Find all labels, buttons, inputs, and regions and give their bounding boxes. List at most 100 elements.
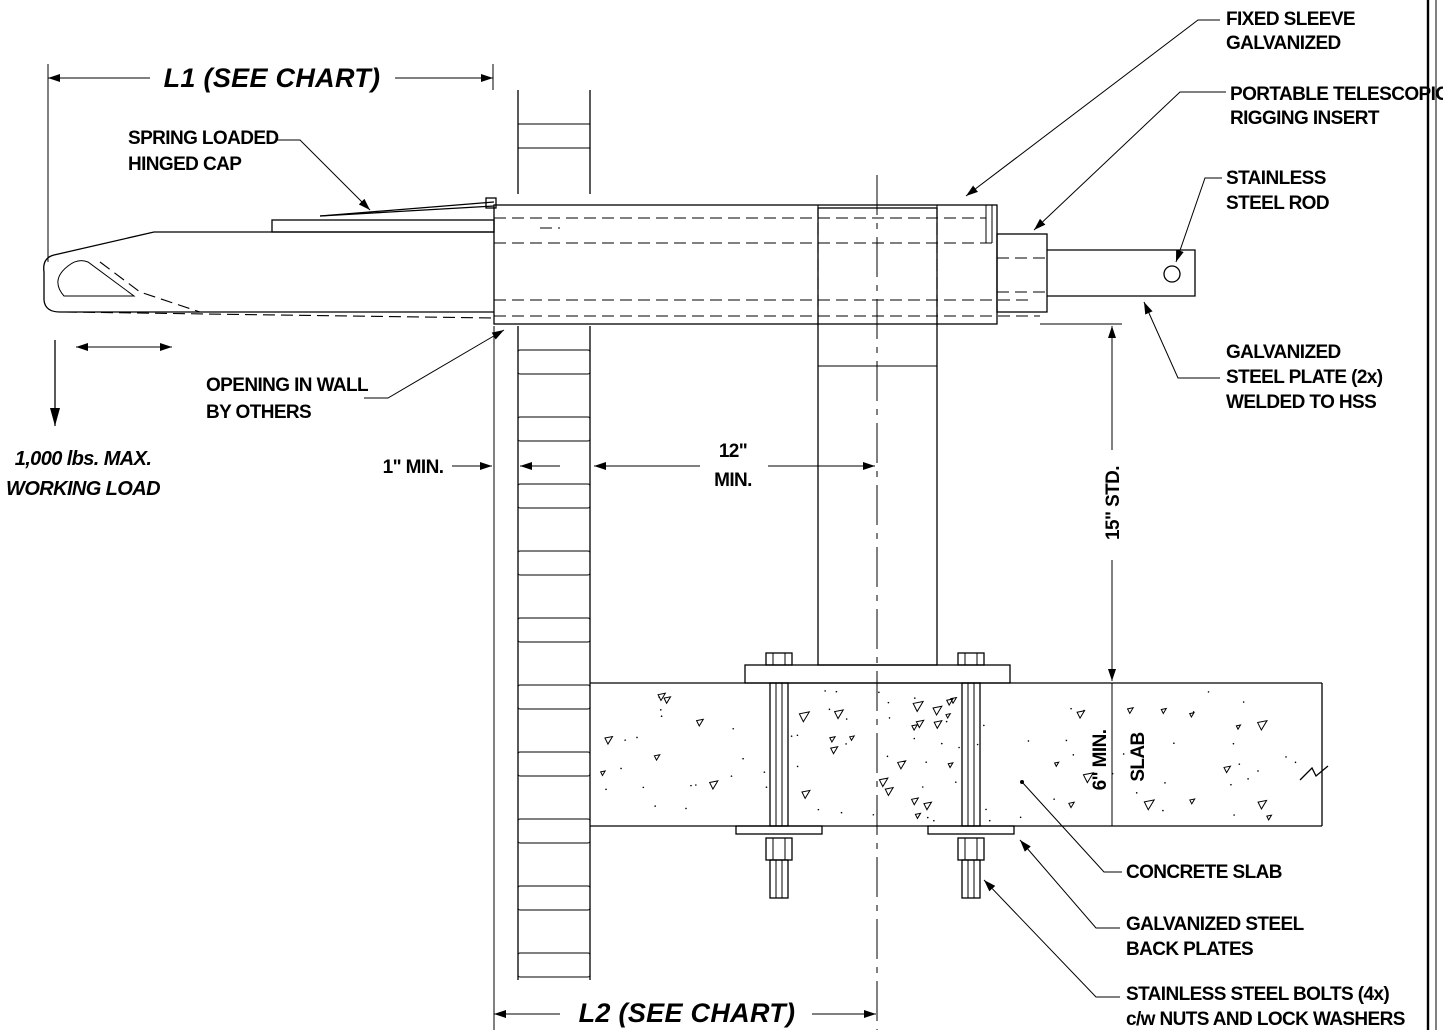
aggregate-dot xyxy=(1207,691,1210,693)
aggregate-dot xyxy=(763,771,766,773)
callout-steel-plate-line3: WELDED TO HSS xyxy=(1226,392,1376,413)
aggregate-dot xyxy=(835,690,838,693)
aggregate-dot xyxy=(926,816,929,819)
aggregate-dot xyxy=(983,724,985,727)
aggregate-mark xyxy=(1223,765,1232,774)
aggregate-mark xyxy=(914,812,922,820)
aggregate-dot xyxy=(988,819,991,822)
leader-telescopic-insert xyxy=(1033,91,1226,231)
callout-steel-plate-line2: STEEL PLATE (2x) xyxy=(1226,367,1383,388)
wall-block xyxy=(517,751,591,777)
aggregate-mark xyxy=(695,718,705,728)
aggregate-dot xyxy=(1238,763,1241,765)
leader-fixed-sleeve xyxy=(965,19,1220,197)
load-note-line1: 1,000 lbs. MAX. xyxy=(15,448,152,470)
aggregate-dot xyxy=(732,727,735,730)
aggregate-dot xyxy=(1173,742,1175,745)
aggregate-dot xyxy=(1257,770,1259,772)
aggregate-mark xyxy=(1076,710,1086,720)
aggregate-dot xyxy=(1242,701,1245,703)
aggregate-dot xyxy=(1019,816,1022,819)
callout-hinged-cap-line1: SPRING LOADED xyxy=(128,128,279,149)
aggregate-dot xyxy=(1294,761,1297,764)
aggregate-mark xyxy=(945,712,952,720)
aggregate-dot xyxy=(1135,792,1138,794)
aggregate-mark xyxy=(1068,801,1076,809)
dim-l2 xyxy=(493,326,876,1030)
wall-block xyxy=(517,617,591,643)
aggregate-mark xyxy=(933,719,943,730)
aggregate-mark xyxy=(801,789,811,800)
aggregate-mark xyxy=(848,735,856,742)
dim-min-distance-unit: MIN. xyxy=(714,470,752,491)
callout-steel-plate-line1: GALVANIZED xyxy=(1226,342,1341,363)
aggregate-mark xyxy=(798,711,811,723)
aggregate-dot xyxy=(985,808,987,811)
callout-telescopic-insert-line1: PORTABLE TELESCOPIC xyxy=(1230,84,1443,105)
aggregate-dot xyxy=(976,743,979,746)
aggregate-dot xyxy=(925,761,928,763)
aggregate-dot xyxy=(1162,809,1164,812)
telescopic-arm xyxy=(43,231,495,319)
dim-min-distance-value: 12" xyxy=(719,441,747,462)
leader-back-plates xyxy=(1019,839,1120,929)
callout-concrete-slab: CONCRETE SLAB xyxy=(1126,862,1282,883)
dim-slab-label: 6" MIN. xyxy=(1090,730,1111,791)
wall-block xyxy=(517,349,591,375)
dim-l1-label: L1 (SEE CHART) xyxy=(164,63,381,93)
aggregate-mark xyxy=(1189,798,1196,805)
callout-bolts-line2: c/w NUTS AND LOCK WASHERS xyxy=(1126,1009,1405,1030)
aggregate-mark xyxy=(599,770,607,777)
aggregate-dot xyxy=(730,775,733,777)
leader-bolts xyxy=(983,879,1120,998)
aggregate-dot xyxy=(796,734,799,737)
concrete-slab xyxy=(590,682,1329,827)
aggregate-dot xyxy=(888,717,891,719)
leader-concrete-slab xyxy=(1020,780,1122,873)
aggregate-dot xyxy=(1230,783,1232,786)
aggregate-dot xyxy=(845,718,848,720)
aggregate-dot xyxy=(872,813,875,816)
aggregate-dot xyxy=(886,755,889,758)
dim-height xyxy=(1040,323,1122,826)
aggregate-dot xyxy=(790,735,793,737)
aggregate-mark xyxy=(1126,707,1135,715)
callout-telescopic-insert-line2: RIGGING INSERT xyxy=(1230,108,1380,129)
aggregate-mark xyxy=(708,780,719,791)
leader-steel-plate xyxy=(1143,301,1220,379)
aggregate-dot xyxy=(1192,711,1195,713)
aggregate-mark xyxy=(833,709,845,720)
aggregate-mark xyxy=(604,735,614,746)
callout-wall-opening-line1: OPENING IN WALL xyxy=(206,375,369,396)
callout-hinged-cap-line2: HINGED CAP xyxy=(128,154,242,175)
wall-block xyxy=(517,952,591,978)
insert-extension xyxy=(996,233,1048,313)
aggregate-dot xyxy=(1027,740,1030,742)
dim-l2-label: L2 (SEE CHART) xyxy=(579,998,796,1028)
leader-hinged-cap xyxy=(276,139,371,211)
fixed-sleeve xyxy=(493,204,1040,330)
aggregate-mark xyxy=(945,698,954,707)
aggregate-dot xyxy=(958,746,960,749)
aggregate-dot xyxy=(940,742,943,745)
aggregate-mark xyxy=(1266,814,1273,821)
aggregate-dot xyxy=(1053,798,1055,800)
aggregate-mark xyxy=(884,786,895,797)
aggregate-dot xyxy=(824,690,826,692)
aggregate-dot xyxy=(945,720,948,723)
aggregate-mark xyxy=(912,700,925,713)
aggregate-dot xyxy=(1233,814,1235,816)
aggregate-mark xyxy=(910,797,920,806)
aggregate-dot xyxy=(817,808,820,811)
aggregate-dot xyxy=(685,807,687,810)
load-note-line2: WORKING LOAD xyxy=(6,478,160,500)
aggregate-mark xyxy=(1082,772,1095,784)
aggregate-mark xyxy=(896,760,907,770)
callout-fixed-sleeve-line2: GALVANIZED xyxy=(1226,33,1341,54)
wall-block xyxy=(517,416,591,442)
aggregate-mark xyxy=(829,735,837,744)
aggregate-mark xyxy=(923,801,933,811)
aggregate-mark xyxy=(829,745,839,755)
aggregate-dot xyxy=(624,739,626,741)
aggregate-dot xyxy=(1065,739,1068,742)
